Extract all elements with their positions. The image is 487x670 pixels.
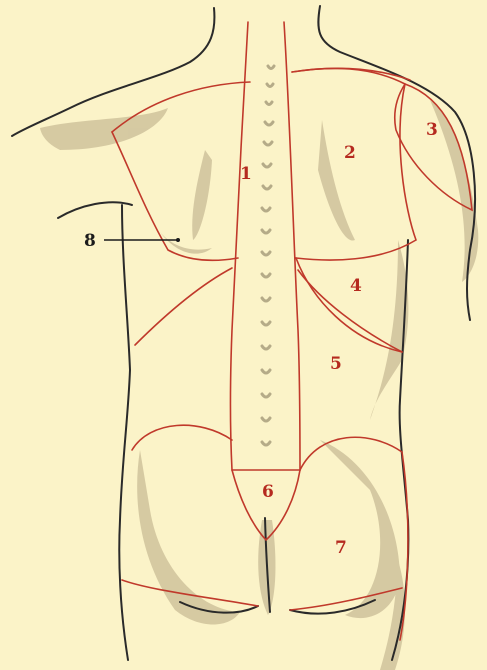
vertebra	[262, 442, 270, 445]
region-label-7: 7	[335, 538, 347, 558]
vertebra	[262, 394, 270, 397]
region-1-spine-strip	[231, 22, 301, 470]
vertebra	[265, 122, 273, 125]
region-4-outline	[296, 258, 402, 352]
lat-shadow-right	[370, 240, 408, 420]
buttock-shadow-left	[137, 450, 240, 625]
vertebra	[262, 370, 270, 373]
region-label-1: 1	[240, 164, 252, 184]
region-label-3: 3	[426, 120, 438, 140]
vertebra	[262, 298, 270, 301]
vertebra	[264, 142, 272, 145]
vertebra	[263, 164, 271, 167]
vertebra	[262, 230, 270, 233]
region-left-upper	[112, 132, 238, 260]
vertebra	[266, 102, 272, 105]
left-arm-stub	[58, 202, 132, 218]
vertebra	[262, 208, 270, 211]
vertebra	[262, 274, 270, 277]
region-lines-group	[112, 22, 472, 640]
region-label-8: 8	[84, 231, 96, 251]
vertebra	[262, 346, 270, 349]
scapula-shadow-left	[192, 150, 212, 240]
vertebra	[263, 186, 271, 189]
neck-left-outline	[12, 8, 214, 136]
pelvis-arc	[132, 425, 232, 450]
shoulder-shadow-left	[40, 108, 168, 150]
vertebra	[268, 66, 274, 69]
leader-dot-8	[176, 238, 180, 242]
region-2-outline	[292, 68, 416, 260]
scapula-shadow-right	[318, 120, 355, 241]
vertebra	[267, 84, 273, 87]
neck-right-outline	[318, 6, 475, 320]
vertebra	[262, 252, 270, 255]
vertebrae-group	[262, 66, 274, 445]
region-label-2: 2	[344, 143, 356, 163]
left-flank-outline	[119, 205, 130, 660]
region-label-4: 4	[350, 276, 362, 296]
region-label-6: 6	[262, 482, 274, 502]
vertebra	[262, 418, 270, 421]
vertebra	[262, 322, 270, 325]
region-label-5: 5	[330, 354, 342, 374]
shading-group	[40, 100, 478, 670]
lower-back-left-curve	[135, 268, 232, 345]
